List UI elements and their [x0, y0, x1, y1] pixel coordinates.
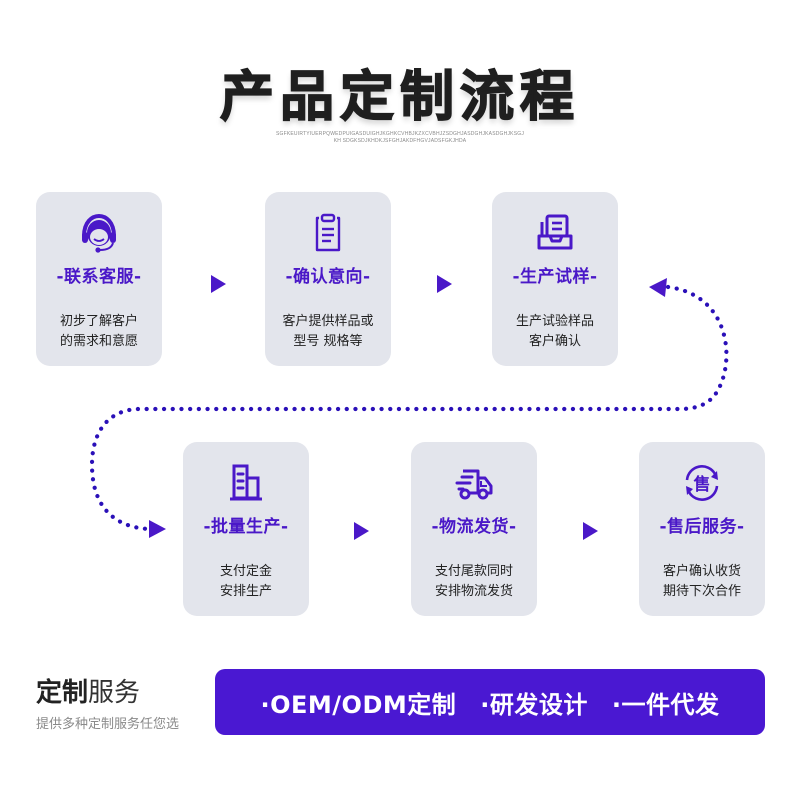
- step-description: 支付尾款同时 安排物流发货: [417, 562, 531, 602]
- step-card-confirm-intent: -确认意向- 客户提供样品或 型号 规格等: [265, 192, 391, 366]
- step-desc-line: 型号 规格等: [293, 334, 363, 349]
- step-arrow: [211, 275, 226, 293]
- delivery-truck-icon: [411, 462, 537, 506]
- service-heading-light: 服务: [88, 678, 141, 708]
- step-title: -物流发货-: [431, 517, 517, 537]
- service-heading-bold: 定制: [36, 678, 89, 708]
- step-description: 客户提供样品或 型号 规格等: [271, 312, 385, 352]
- step-desc-line: 客户提供样品或: [282, 314, 374, 329]
- document-tray-icon: [492, 212, 618, 256]
- connector-arrowhead-right: [149, 520, 166, 538]
- decorative-subtitle: SGFKEUIRTYIUERPQWEDPUIGASDUIGHJKGHKCVHBJ…: [275, 131, 525, 144]
- service-item-dropshipping: ·一件代发: [611, 690, 720, 719]
- step-card-sample-production: -生产试样- 生产试验样品 客户确认: [492, 192, 618, 366]
- step-title: -生产试样-: [512, 267, 598, 287]
- step-arrow: [583, 522, 598, 540]
- step-title: -售后服务-: [659, 517, 745, 537]
- step-desc-line: 客户确认: [528, 334, 581, 349]
- clipboard-icon: [265, 212, 391, 256]
- after-sales-icon: 售: [639, 462, 765, 506]
- step-description: 生产试验样品 客户确认: [498, 312, 612, 352]
- step-card-after-sales: 售 -售后服务- 客户确认收货 期待下次合作: [639, 442, 765, 616]
- service-subtitle: 提供多种定制服务任您选: [36, 717, 180, 732]
- step-arrow: [437, 275, 452, 293]
- step-desc-line: 期待下次合作: [662, 584, 741, 599]
- building-icon: [183, 462, 309, 506]
- page-title: 产品定制流程: [219, 64, 580, 129]
- service-banner: ·OEM/ODM定制 ·研发设计 ·一件代发: [215, 669, 765, 735]
- step-description: 初步了解客户 的需求和意愿: [42, 312, 156, 352]
- step-title: -批量生产-: [203, 517, 289, 537]
- step-desc-line: 支付尾款同时: [434, 564, 513, 579]
- after-sales-glyph: 售: [694, 474, 711, 495]
- step-desc-line: 安排物流发货: [434, 584, 513, 599]
- step-desc-line: 安排生产: [219, 584, 272, 599]
- service-heading: 定制服务: [36, 672, 140, 709]
- service-item-rd-design: ·研发设计: [480, 690, 588, 719]
- step-title: -联系客服-: [56, 267, 142, 287]
- step-desc-line: 支付定金: [219, 564, 272, 579]
- connector-arrowhead-left: [649, 278, 667, 297]
- step-desc-line: 生产试验样品: [515, 314, 594, 329]
- step-desc-line: 初步了解客户: [59, 314, 138, 329]
- step-desc-line: 的需求和意愿: [59, 334, 138, 349]
- step-title: -确认意向-: [285, 267, 371, 287]
- headset-agent-icon: [36, 212, 162, 256]
- step-desc-line: 客户确认收货: [662, 564, 741, 579]
- service-item-oem-odm: ·OEM/ODM定制: [260, 690, 457, 719]
- step-card-logistics-shipping: -物流发货- 支付尾款同时 安排物流发货: [411, 442, 537, 616]
- step-arrow: [354, 522, 369, 540]
- step-description: 客户确认收货 期待下次合作: [645, 562, 759, 602]
- step-card-mass-production: -批量生产- 支付定金 安排生产: [183, 442, 309, 616]
- step-description: 支付定金 安排生产: [189, 562, 303, 602]
- step-card-contact-service: -联系客服- 初步了解客户 的需求和意愿: [36, 192, 162, 366]
